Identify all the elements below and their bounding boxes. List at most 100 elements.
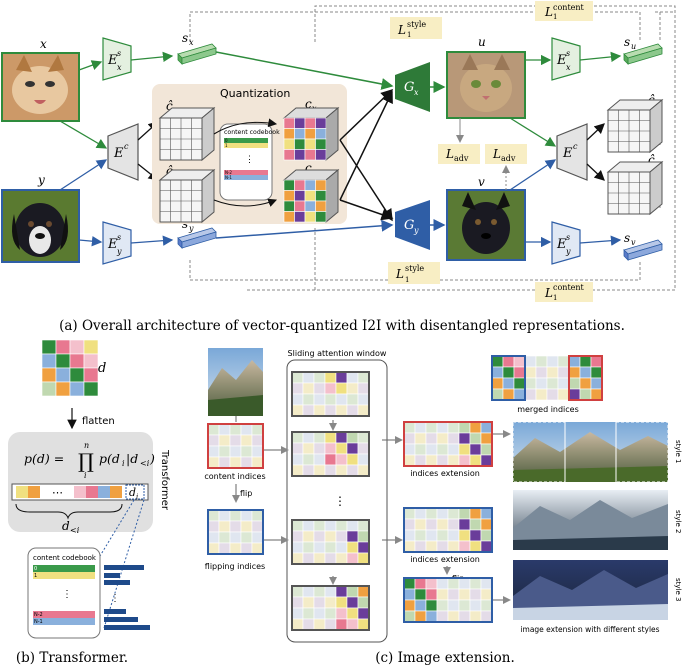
token-cell <box>207 509 220 522</box>
svg-text:c: c <box>305 97 312 111</box>
token-cell <box>414 588 427 601</box>
merged-indices-grid <box>491 355 603 401</box>
token-cell <box>579 355 592 368</box>
style-1-label: style 1 <box>674 440 682 463</box>
svg-text:N-1: N-1 <box>225 175 232 180</box>
svg-text:x: x <box>414 88 419 97</box>
token-cell <box>324 453 337 466</box>
token-cell <box>357 442 370 455</box>
d-less-i-label: d <box>62 519 70 533</box>
indices-extension-label-2: indices extension <box>410 555 480 564</box>
token-cell <box>218 531 231 544</box>
svg-text:s: s <box>117 233 121 242</box>
token-cell <box>403 529 416 542</box>
token-cell <box>283 211 295 223</box>
token-cell <box>291 541 304 554</box>
token-cell <box>69 339 85 355</box>
token-cell <box>458 454 471 467</box>
token-cell <box>251 509 264 522</box>
svg-text:content codebook: content codebook <box>224 129 280 136</box>
token-cell <box>324 552 337 565</box>
loss-content-bottom-box: L content 1 <box>535 282 593 302</box>
merged-indices-label: merged indices <box>517 405 579 414</box>
generator-x: G x <box>395 62 430 112</box>
svg-text:L: L <box>395 267 404 281</box>
token-cell <box>425 518 438 531</box>
svg-text:<i: <i <box>70 526 80 535</box>
token-cell <box>324 464 337 477</box>
flipping-indices-grid <box>207 509 264 555</box>
svg-text:p(d) =: p(d) = <box>24 451 64 466</box>
transformer-codebook: content codebook ⋮ 0 1 N-2 N-1 <box>27 547 101 639</box>
token-cell <box>313 596 326 609</box>
token-cell <box>218 445 231 458</box>
input-y-label: y <box>37 173 45 187</box>
token-cell <box>294 190 306 202</box>
token-cell <box>304 179 316 191</box>
token-cell <box>291 530 304 543</box>
svg-text:N-2: N-2 <box>225 170 232 175</box>
token-cell <box>283 128 295 140</box>
token-cell <box>346 371 359 384</box>
token-cell <box>436 507 449 520</box>
token-cell <box>357 404 370 417</box>
style-encoder-y: E s y <box>102 221 132 265</box>
svg-text:x: x <box>566 63 571 72</box>
svg-text:y: y <box>116 247 122 256</box>
svg-text:adv: adv <box>501 154 516 163</box>
svg-text:N-2: N-2 <box>34 612 43 618</box>
loss-style-top-label: L <box>397 23 406 37</box>
token-cell <box>491 355 504 368</box>
token-cell <box>313 585 326 598</box>
token-cell <box>346 618 359 631</box>
token-cell <box>291 596 304 609</box>
token-cell <box>436 529 449 542</box>
token-cell <box>447 443 460 456</box>
svg-text:⋮: ⋮ <box>245 155 254 165</box>
style-vector-sv: s v <box>623 231 663 261</box>
token-cell <box>346 393 359 406</box>
token-cell <box>313 393 326 406</box>
token-cell <box>425 599 438 612</box>
token-cell <box>324 541 337 554</box>
token-cell <box>491 377 504 390</box>
token-cell <box>283 117 295 129</box>
token-cell <box>302 371 315 384</box>
token-cell <box>447 588 460 601</box>
token-cell <box>535 355 548 368</box>
flipping-indices-label: flipping indices <box>205 562 265 571</box>
svg-text:y: y <box>413 226 419 235</box>
token-cell <box>335 618 348 631</box>
token-cell <box>207 542 220 555</box>
token-cell <box>294 138 306 150</box>
token-cell <box>480 454 493 467</box>
token-cell <box>469 610 482 623</box>
transformer-box <box>8 432 153 532</box>
token-cell <box>546 388 559 401</box>
token-cell <box>304 200 316 212</box>
token-cell <box>436 454 449 467</box>
svg-text:c: c <box>305 161 312 175</box>
content-cube-cy: c y <box>282 161 340 224</box>
token-cell <box>229 456 242 469</box>
svg-text:content: content <box>553 283 585 292</box>
token-cell <box>425 577 438 590</box>
style-encoder-v: E s y <box>551 221 581 265</box>
token-cell <box>480 599 493 612</box>
token-cell <box>579 388 592 401</box>
svg-text:x: x <box>189 38 194 47</box>
token-cell <box>469 507 482 520</box>
token-cell <box>335 404 348 417</box>
loss-content-top-box: L content 1 <box>535 1 593 21</box>
token-cell <box>291 618 304 631</box>
token-cell <box>291 464 304 477</box>
content-cube-cx-hat: ĉ x <box>158 99 216 162</box>
token-cell <box>291 393 304 406</box>
style-encoder-x: E s x <box>102 37 132 81</box>
token-cell <box>240 542 253 555</box>
token-cell <box>324 404 337 417</box>
token-cell <box>240 456 253 469</box>
loss-style-bottom-box: L style 1 <box>388 262 440 284</box>
token-cell <box>447 599 460 612</box>
token-cell <box>302 519 315 532</box>
